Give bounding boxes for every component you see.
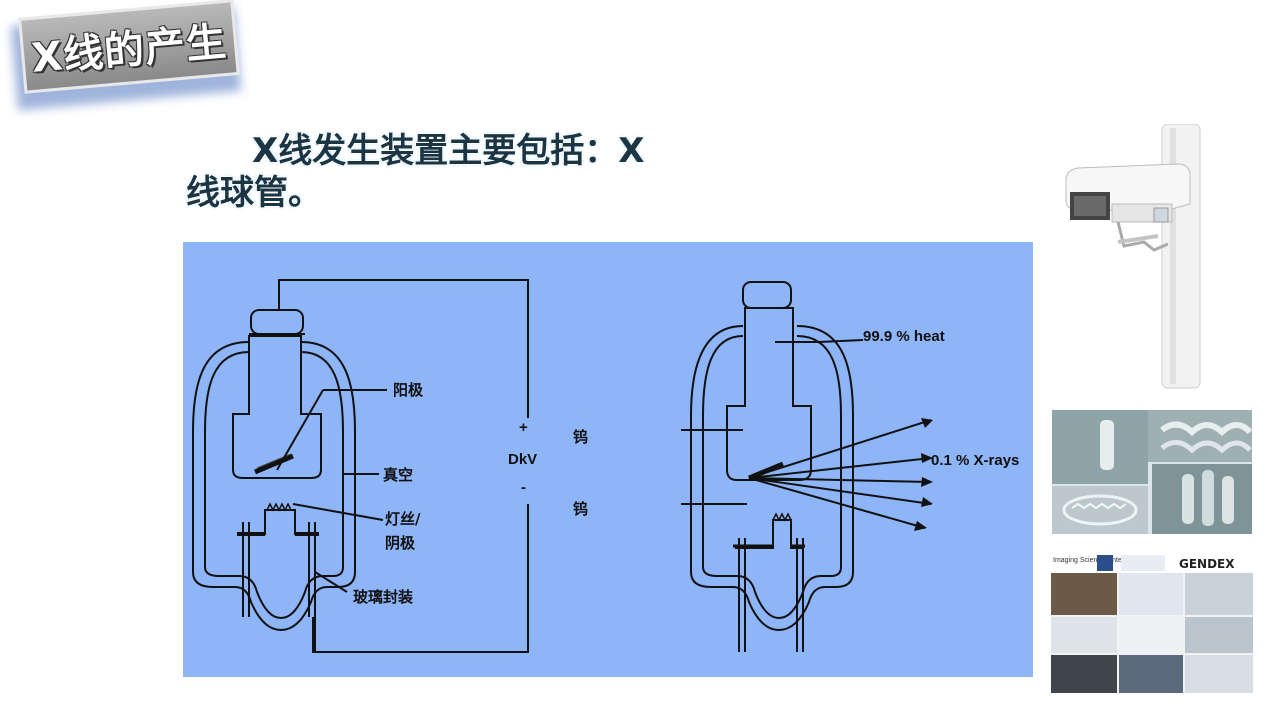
dental-xray-machine-image — [1058, 123, 1208, 390]
right-anode-body — [726, 307, 812, 481]
voltage-plus: + — [519, 419, 528, 436]
voltage-dkv: DkV — [508, 451, 537, 468]
brand-gendex: GENDEX — [1179, 557, 1235, 571]
right-tube-glass-outer — [690, 325, 854, 632]
circuit-wire-top — [278, 279, 529, 418]
voltage-minus: - — [521, 479, 526, 496]
right-anode-cap — [742, 281, 792, 309]
label-cathode: 阴极 — [385, 534, 416, 552]
right-tube-glass-inner — [702, 335, 842, 620]
xray-tube-diagram: 阳极 真空 灯丝/ 阴极 玻璃封装 + DkV - 钨 钨 99.9 % hea… — [183, 242, 1033, 677]
left-anode-body — [232, 335, 322, 479]
left-tube-glass-inner — [204, 351, 344, 620]
headline-line2: 线球管。 — [186, 173, 322, 213]
circuit-wire-bottom — [312, 504, 529, 653]
left-cathode — [239, 509, 317, 535]
label-filament: 灯丝/ — [385, 510, 421, 528]
label-tungsten-top: 钨 — [573, 428, 588, 446]
slide-title-badge: X线的产生 — [10, 0, 242, 111]
brand-collage: Imaging Sciences International GENDEX — [1051, 553, 1253, 693]
label-xrays: 0.1 % X-rays — [931, 452, 1019, 469]
diagram-svg: 阳极 真空 灯丝/ 阴极 玻璃封装 + DkV - 钨 钨 99.9 % hea… — [192, 279, 1019, 653]
label-heat: 99.9 % heat — [863, 328, 945, 345]
label-anode: 阳极 — [393, 381, 424, 399]
label-tungsten-bottom: 钨 — [573, 500, 588, 518]
left-tube-glass-outer — [192, 341, 356, 632]
label-glass: 玻璃封装 — [353, 588, 414, 606]
headline-line1: X线发生装置主要包括：X — [252, 131, 645, 171]
slide-title: X线的产生 — [29, 18, 229, 82]
dental-xray-images — [1052, 410, 1253, 534]
headline: X线发生装置主要包括：X 线球管。 — [186, 130, 686, 214]
left-anode-cap — [250, 309, 304, 335]
label-vacuum: 真空 — [383, 466, 413, 484]
